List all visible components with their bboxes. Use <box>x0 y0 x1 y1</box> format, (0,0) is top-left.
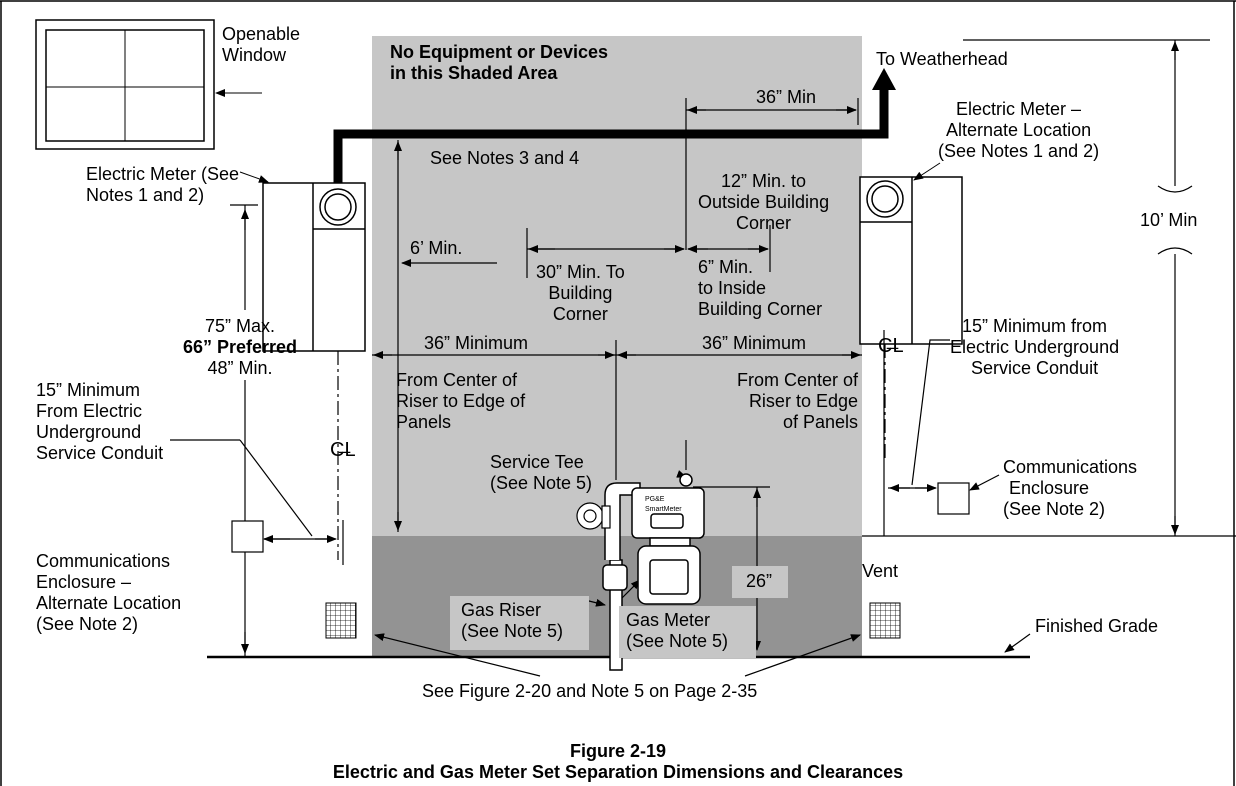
gas-valve <box>576 502 611 530</box>
gas-riser-box <box>450 596 589 650</box>
gas-meter: PG&E SmartMeter <box>631 473 705 605</box>
to-weatherhead-label: To Weatherhead <box>876 49 1008 69</box>
see-notes-3-4-label: See Notes 3 and 4 <box>430 148 580 168</box>
shaded-area <box>372 36 862 536</box>
vent-right <box>869 602 901 639</box>
comm-enclosure-right <box>937 482 970 515</box>
gas-meter-label: Gas Meter (See Note 5) <box>626 610 729 651</box>
leader-lines <box>374 633 1031 677</box>
height-label-left: 75” Max. 66” Preferred 48” Min. <box>182 316 298 378</box>
comm-enclosure-right-label: Communications Enclosure (See Note 2) <box>1003 457 1138 519</box>
svg-text:SmartMeter: SmartMeter <box>645 506 682 513</box>
min15-left-label: 15” Minimum From Electric Underground Se… <box>36 380 164 463</box>
centerlines <box>337 344 886 560</box>
dim-10ft-label: 10’ Min <box>1140 210 1198 230</box>
dim-36-top-label: 36” Min <box>756 87 817 107</box>
dim-30 <box>526 228 685 278</box>
window-graphic <box>35 19 262 150</box>
min15-right-label: 15” Minimum from Electric Underground Se… <box>950 316 1120 378</box>
dim-36-minimum <box>372 340 862 480</box>
dim-15-left <box>170 439 344 565</box>
centerline-symbol-left: C̶L <box>330 439 356 461</box>
centerline-symbol-right: C̶L <box>878 335 904 357</box>
dim-36-top <box>685 98 859 250</box>
dim-30-label: 30” Min. To Building Corner <box>536 262 625 324</box>
svg-text:PG&E: PG&E <box>645 496 665 503</box>
shaded-area-label: No Equipment or Devices in this Shaded A… <box>390 42 609 83</box>
dim-6in-label: 6” Min. to Inside Building Corner <box>698 257 823 319</box>
dim-10ft <box>862 39 1236 537</box>
weatherhead-arrow <box>872 68 896 90</box>
figure-number: Figure 2-19 <box>569 741 667 761</box>
dim-36-minimum-left-label: 36” Minimum <box>424 333 529 353</box>
figure-title: Electric and Gas Meter Set Separation Di… <box>332 762 904 782</box>
dim-26-box <box>732 566 788 598</box>
dim-36-minimum-right-label: 36” Minimum <box>702 333 807 353</box>
comm-enclosure-left <box>231 520 264 553</box>
vent-label: Vent <box>862 561 899 581</box>
center-riser-left-label: From Center of Riser to Edge of Panels <box>396 370 526 432</box>
electric-meter-right <box>859 176 963 345</box>
dim-26-label: 26” <box>746 571 773 591</box>
window-label: Openable Window <box>222 24 301 65</box>
dim-15-right <box>888 339 1000 492</box>
comm-enclosure-left-label: Communications Enclosure – Alternate Loc… <box>36 551 182 634</box>
finished-grade-label: Finished Grade <box>1035 616 1159 636</box>
vent-left <box>325 602 357 639</box>
dim-height-left <box>230 204 258 657</box>
service-tee-label: Service Tee (See Note 5) <box>490 452 593 493</box>
gas-meter-box <box>619 606 756 658</box>
electric-meter-label: Electric Meter (See Notes 1 and 2) <box>86 164 240 205</box>
electric-meter-left <box>262 182 366 352</box>
service-conduit <box>333 88 889 190</box>
dim-6in <box>687 225 771 272</box>
center-riser-right-label: From Center of Riser to Edge of Panels <box>736 370 858 432</box>
gas-riser-label: Gas Riser (See Note 5) <box>461 600 564 641</box>
see-figure-label: See Figure 2-20 and Note 5 on Page 2-35 <box>422 681 758 701</box>
dim-6ft-label: 6’ Min. <box>410 238 463 258</box>
electric-meter-alt-label: Electric Meter – Alternate Location (See… <box>938 99 1100 161</box>
dim-12-label: 12” Min. to Outside Building Corner <box>698 171 830 233</box>
